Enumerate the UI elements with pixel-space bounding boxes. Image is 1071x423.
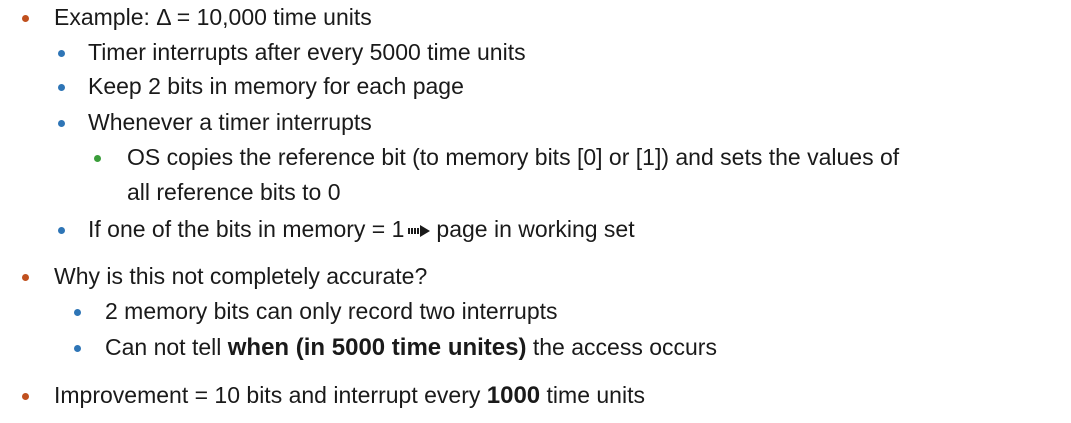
bullet-dot-icon — [58, 50, 65, 57]
improve-text-bold: 1000 — [486, 382, 541, 409]
bullet-text: OS copies the reference bit (to memory b… — [127, 144, 900, 170]
cannot-text-bold: when (in 5000 time unites) — [227, 334, 527, 361]
bullet-text: 2 memory bits can only record two interr… — [105, 298, 558, 324]
bullet-text: Improvement = 10 bits and interrupt ever… — [54, 380, 645, 411]
cannot-text-pre: Can not tell — [105, 334, 228, 360]
bullet-dot-icon — [22, 15, 29, 22]
improve-text-pre: Improvement = 10 bits and interrupt ever… — [54, 382, 487, 408]
cannot-text-post: the access occurs — [526, 334, 717, 360]
bullet-text: Example: Δ = 10,000 time units — [54, 4, 372, 30]
bullet-dot-icon — [58, 84, 65, 91]
bullet-dot-icon — [22, 274, 29, 281]
bullet-text-before-arrow: If one of the bits in memory = 1 — [88, 216, 405, 242]
bullet-text: If one of the bits in memory = 1 page in … — [88, 214, 635, 244]
bullet-dot-icon — [58, 227, 65, 234]
bullet-dot-icon — [94, 155, 101, 162]
right-arrow-icon — [408, 224, 431, 237]
bullet-text: Keep 2 bits in memory for each page — [88, 73, 464, 99]
bullet-text: Can not tell when (in 5000 time unites) … — [105, 332, 717, 363]
improve-text-post: time units — [540, 382, 645, 408]
bullet-text: all reference bits to 0 — [127, 179, 341, 205]
bullet-text-after-arrow: page in working set — [436, 216, 635, 242]
bullet-text: Whenever a timer interrupts — [88, 109, 372, 135]
bullet-dot-icon — [58, 120, 65, 127]
bullet-dot-icon — [22, 393, 29, 400]
bullet-text: Why is this not completely accurate? — [54, 263, 428, 289]
bullet-text: Timer interrupts after every 5000 time u… — [88, 39, 526, 65]
bullet-dot-icon — [74, 345, 81, 352]
bullet-dot-icon — [74, 309, 81, 316]
